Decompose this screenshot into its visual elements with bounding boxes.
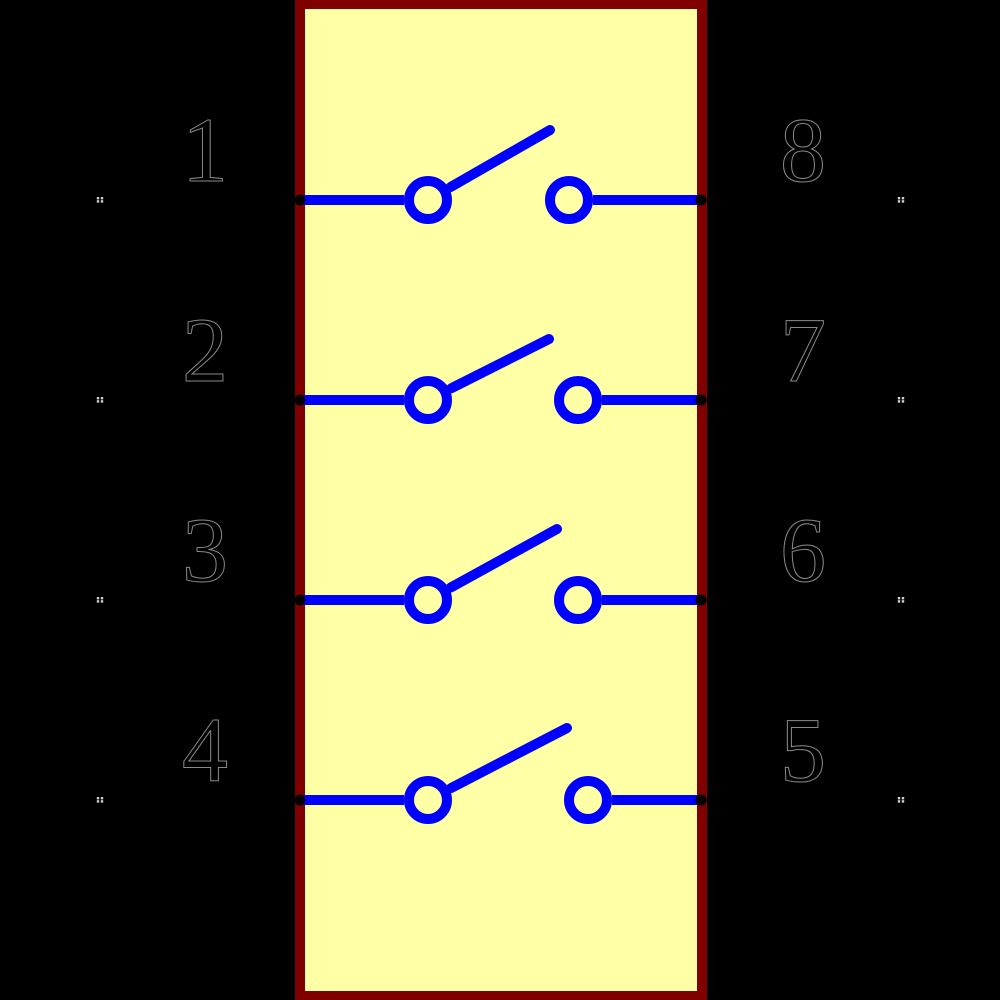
pin-junction-dot-left: [294, 194, 306, 206]
switch-contact-left: [404, 776, 452, 824]
pin-end-marker-dot: [96, 797, 100, 800]
pin-end-marker-dot: [96, 200, 100, 203]
pin-end-marker-dot: [901, 600, 905, 603]
pin-end-marker-dot: [901, 200, 905, 203]
switch-row-1-8[interactable]: [96, 125, 905, 224]
pin-end-marker-dot: [96, 600, 100, 603]
pin-end-marker-dot: [901, 400, 905, 403]
pin-junction-dot-left: [294, 394, 306, 406]
switch-contact-right: [554, 576, 602, 624]
pin-junction-dot-left: [294, 594, 306, 606]
pin-end-marker-left: [96, 797, 104, 803]
pin-end-marker-dot: [96, 597, 100, 600]
pin-end-marker-right: [897, 797, 905, 803]
pin-end-marker-dot: [96, 400, 100, 403]
pin-end-marker-dot: [100, 200, 104, 203]
pin-end-marker-dot: [100, 597, 104, 600]
pin-end-marker-dot: [901, 597, 905, 600]
pin-number-label-7: 7: [780, 299, 826, 401]
pin-end-marker-dot: [897, 197, 901, 200]
pin-junction-dot-right: [695, 794, 707, 806]
switch-contact-right: [564, 776, 612, 824]
pin-number-label-2: 2: [182, 299, 228, 401]
pin-end-marker-dot: [100, 397, 104, 400]
switch-row-2-7[interactable]: [96, 334, 905, 424]
switch-contact-right: [554, 376, 602, 424]
pin-end-marker-dot: [100, 197, 104, 200]
switch-contact-left: [404, 176, 452, 224]
pin-end-marker-dot: [897, 200, 901, 203]
switch-contact-left: [404, 576, 452, 624]
switch-lever[interactable]: [445, 125, 555, 193]
switch-row-3-6[interactable]: [96, 524, 905, 624]
switch-row-4-5[interactable]: [96, 723, 905, 824]
pin-junction-dot-right: [695, 394, 707, 406]
pin-end-marker-dot: [897, 800, 901, 803]
switch-contact-left: [404, 376, 452, 424]
pin-number-label-3: 3: [182, 499, 228, 601]
pin-junction-dot-right: [695, 594, 707, 606]
switch-contact-right: [545, 176, 593, 224]
pin-end-marker-right: [897, 197, 905, 203]
pin-end-marker-dot: [100, 797, 104, 800]
switch-lever[interactable]: [446, 334, 554, 394]
pin-number-label-6: 6: [780, 499, 826, 601]
pin-junction-dot-left: [294, 794, 306, 806]
pin-end-marker-dot: [100, 800, 104, 803]
pin-number-label-4: 4: [182, 699, 228, 801]
pin-end-marker-dot: [897, 400, 901, 403]
pin-end-marker-dot: [100, 400, 104, 403]
pin-end-marker-dot: [901, 797, 905, 800]
pin-number-label-8: 8: [780, 99, 826, 201]
component-body: [295, 0, 707, 1000]
switch-layer: [96, 125, 905, 824]
pin-number-label-1: 1: [182, 99, 228, 201]
pin-end-marker-left: [96, 597, 104, 603]
pin-end-marker-left: [96, 397, 104, 403]
pin-junction-dot-right: [695, 194, 707, 206]
pin-end-marker-right: [897, 397, 905, 403]
pin-number-labels: 1 2 3 4 8 7 6 5: [182, 99, 827, 802]
pin-end-marker-dot: [897, 600, 901, 603]
pin-end-marker-dot: [901, 197, 905, 200]
pin-number-label-5: 5: [780, 699, 826, 801]
pin-end-marker-dot: [96, 800, 100, 803]
switch-lever[interactable]: [445, 524, 562, 593]
pin-end-marker-dot: [96, 197, 100, 200]
pin-end-marker-dot: [901, 800, 905, 803]
pin-end-marker-dot: [901, 397, 905, 400]
pin-end-marker-right: [897, 597, 905, 603]
pin-end-marker-dot: [100, 600, 104, 603]
switch-lever[interactable]: [446, 723, 572, 794]
pin-end-marker-dot: [897, 397, 901, 400]
pin-end-marker-left: [96, 197, 104, 203]
pin-end-marker-dot: [897, 597, 901, 600]
pin-end-marker-dot: [96, 397, 100, 400]
pin-end-marker-dot: [897, 797, 901, 800]
